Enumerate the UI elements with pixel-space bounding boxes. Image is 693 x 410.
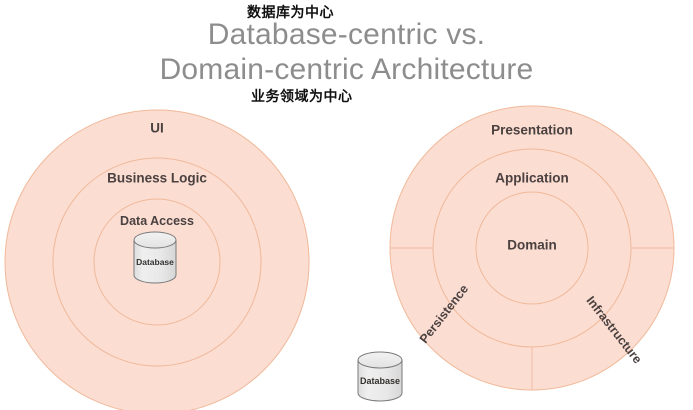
annotation-database-centric-cn: 数据库为中心 bbox=[247, 5, 334, 21]
label-presentation: Presentation bbox=[491, 122, 573, 138]
label-bottom-database: Database bbox=[359, 376, 401, 386]
cylinder-body bbox=[133, 239, 177, 284]
label-business-logic: Business Logic bbox=[107, 170, 207, 186]
label-application: Application bbox=[495, 170, 569, 186]
page-title: Database-centric vs. Domain-centric Arch… bbox=[0, 18, 693, 88]
label-left-database: Database bbox=[136, 257, 174, 267]
cylinder-body bbox=[357, 359, 403, 402]
annotation-domain-centric-cn: 业务领域为中心 bbox=[251, 89, 353, 105]
title-line-1: Database-centric vs. bbox=[207, 18, 486, 51]
bottom-database-cylinder bbox=[357, 351, 403, 402]
right-diagram-group bbox=[389, 105, 675, 391]
left-database-cylinder bbox=[133, 231, 177, 284]
right-ring-domain bbox=[475, 191, 589, 305]
cylinder-top bbox=[357, 351, 403, 369]
cylinder-top bbox=[133, 231, 177, 249]
label-data-access: Data Access bbox=[120, 214, 194, 228]
title-line-2: Domain-centric Architecture bbox=[159, 52, 534, 86]
label-domain: Domain bbox=[507, 237, 557, 253]
label-ui: UI bbox=[150, 120, 164, 136]
